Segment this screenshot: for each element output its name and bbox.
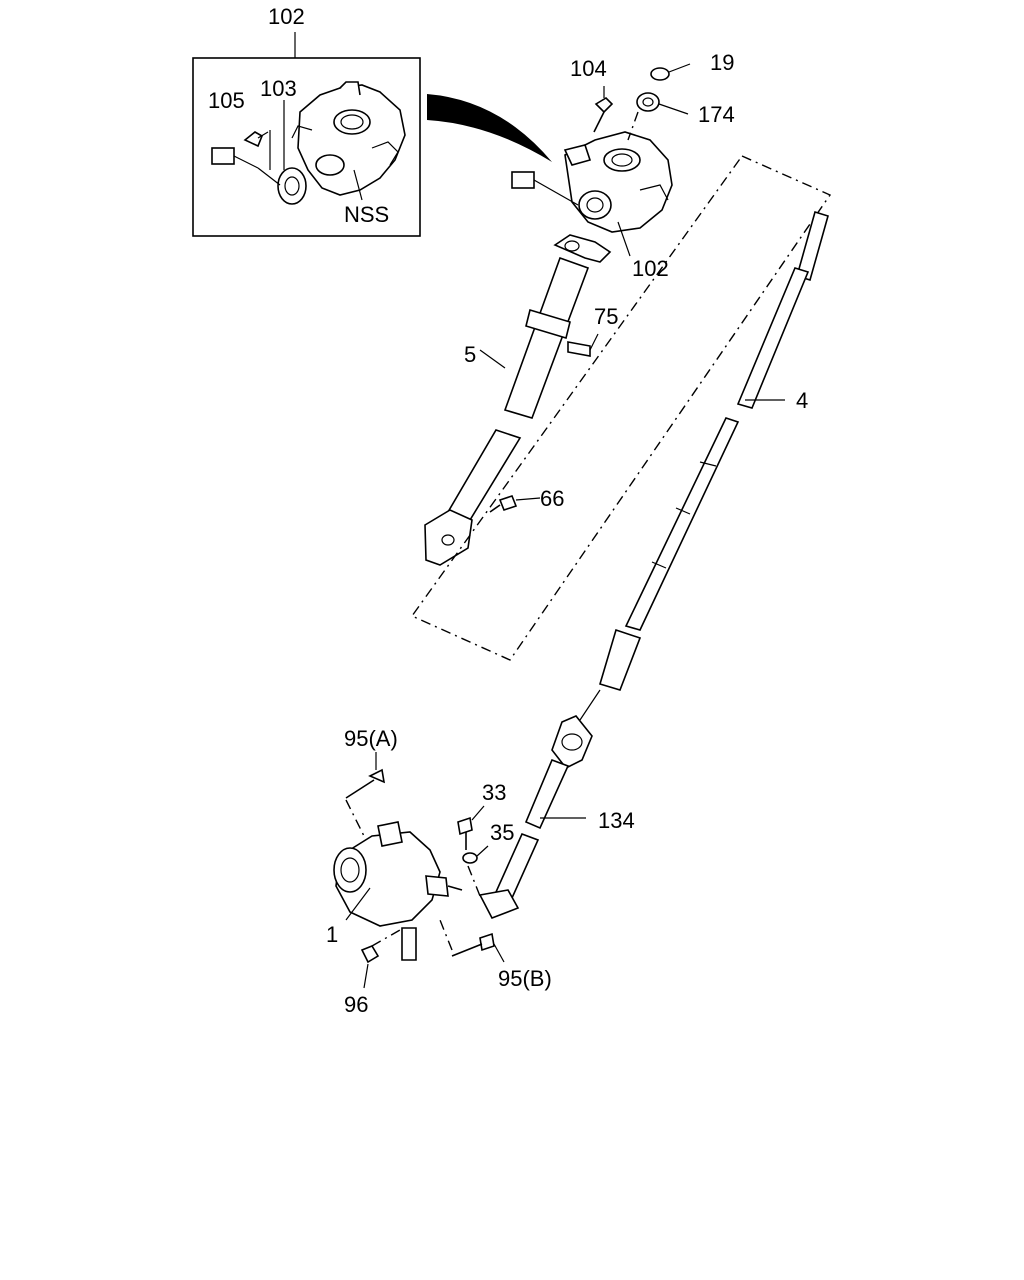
label-nss: NSS: [344, 202, 389, 227]
assembly-outline: [410, 155, 832, 661]
intermediate-shaft-134: [478, 689, 601, 920]
label-103: 103: [260, 76, 297, 101]
label-75: 75: [594, 304, 618, 329]
label-5: 5: [464, 342, 476, 367]
detail-arrow: [427, 94, 552, 162]
label-66: 66: [540, 486, 564, 511]
label-4: 4: [796, 388, 808, 413]
label-95a: 95(A): [344, 726, 398, 751]
column-tube-5: [424, 234, 612, 566]
steering-shaft-4: [599, 210, 829, 691]
label-95b: 95(B): [498, 966, 552, 991]
label-96: 96: [344, 992, 368, 1017]
label-105: 105: [208, 88, 245, 113]
label-102: 102: [632, 256, 669, 281]
label-174: 174: [698, 102, 735, 127]
label-104: 104: [570, 56, 607, 81]
label-19: 19: [710, 50, 734, 75]
switch-assembly-102: [511, 63, 691, 257]
label-134: 134: [598, 808, 635, 833]
label-33: 33: [482, 780, 506, 805]
label-35: 35: [490, 820, 514, 845]
label-102-inset: 102: [268, 4, 305, 29]
steering-gearbox-1: [333, 752, 505, 989]
label-1: 1: [326, 922, 338, 947]
inset-detail-102: [192, 32, 421, 237]
